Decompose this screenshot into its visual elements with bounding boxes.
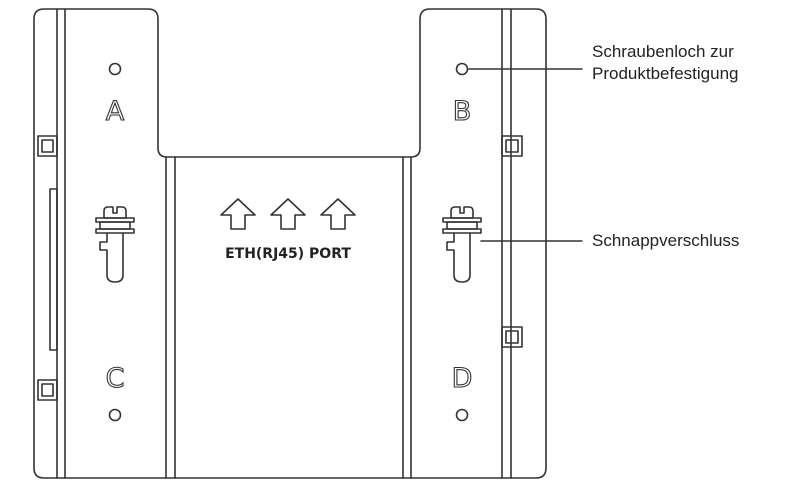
corner-label-d: D: [452, 363, 473, 394]
snap-lock-callout: Schnappverschluss: [592, 231, 740, 250]
screw-hole-c: [108, 408, 122, 422]
side-slot: [49, 188, 58, 351]
screw-hole-callout-line1: Schraubenloch zur: [592, 42, 734, 61]
up-arrow-outline-icon: [220, 198, 256, 230]
screw-hole-a: [108, 62, 122, 76]
screw-hole-callout: Schraubenloch zur Produktbefestigung: [592, 41, 739, 85]
screw-hole-b: [455, 62, 469, 76]
up-arrow-outline-icon: [320, 198, 356, 230]
up-arrow-outline-icon: [270, 198, 306, 230]
side-clip: [501, 135, 523, 157]
side-clip: [37, 379, 58, 401]
screw-hole-d: [455, 408, 469, 422]
side-clip: [501, 326, 523, 348]
corner-label-c: C: [106, 363, 125, 394]
snap-lock-right: [442, 206, 482, 283]
screw-hole-callout-line2: Produktbefestigung: [592, 64, 739, 83]
side-clip: [37, 135, 58, 157]
corner-label-a: A: [106, 96, 125, 127]
corner-label-b: B: [453, 96, 472, 127]
port-label: ETH(RJ45) PORT: [225, 246, 351, 262]
snap-lock-left: [95, 206, 135, 283]
plate-outline: [33, 8, 547, 479]
